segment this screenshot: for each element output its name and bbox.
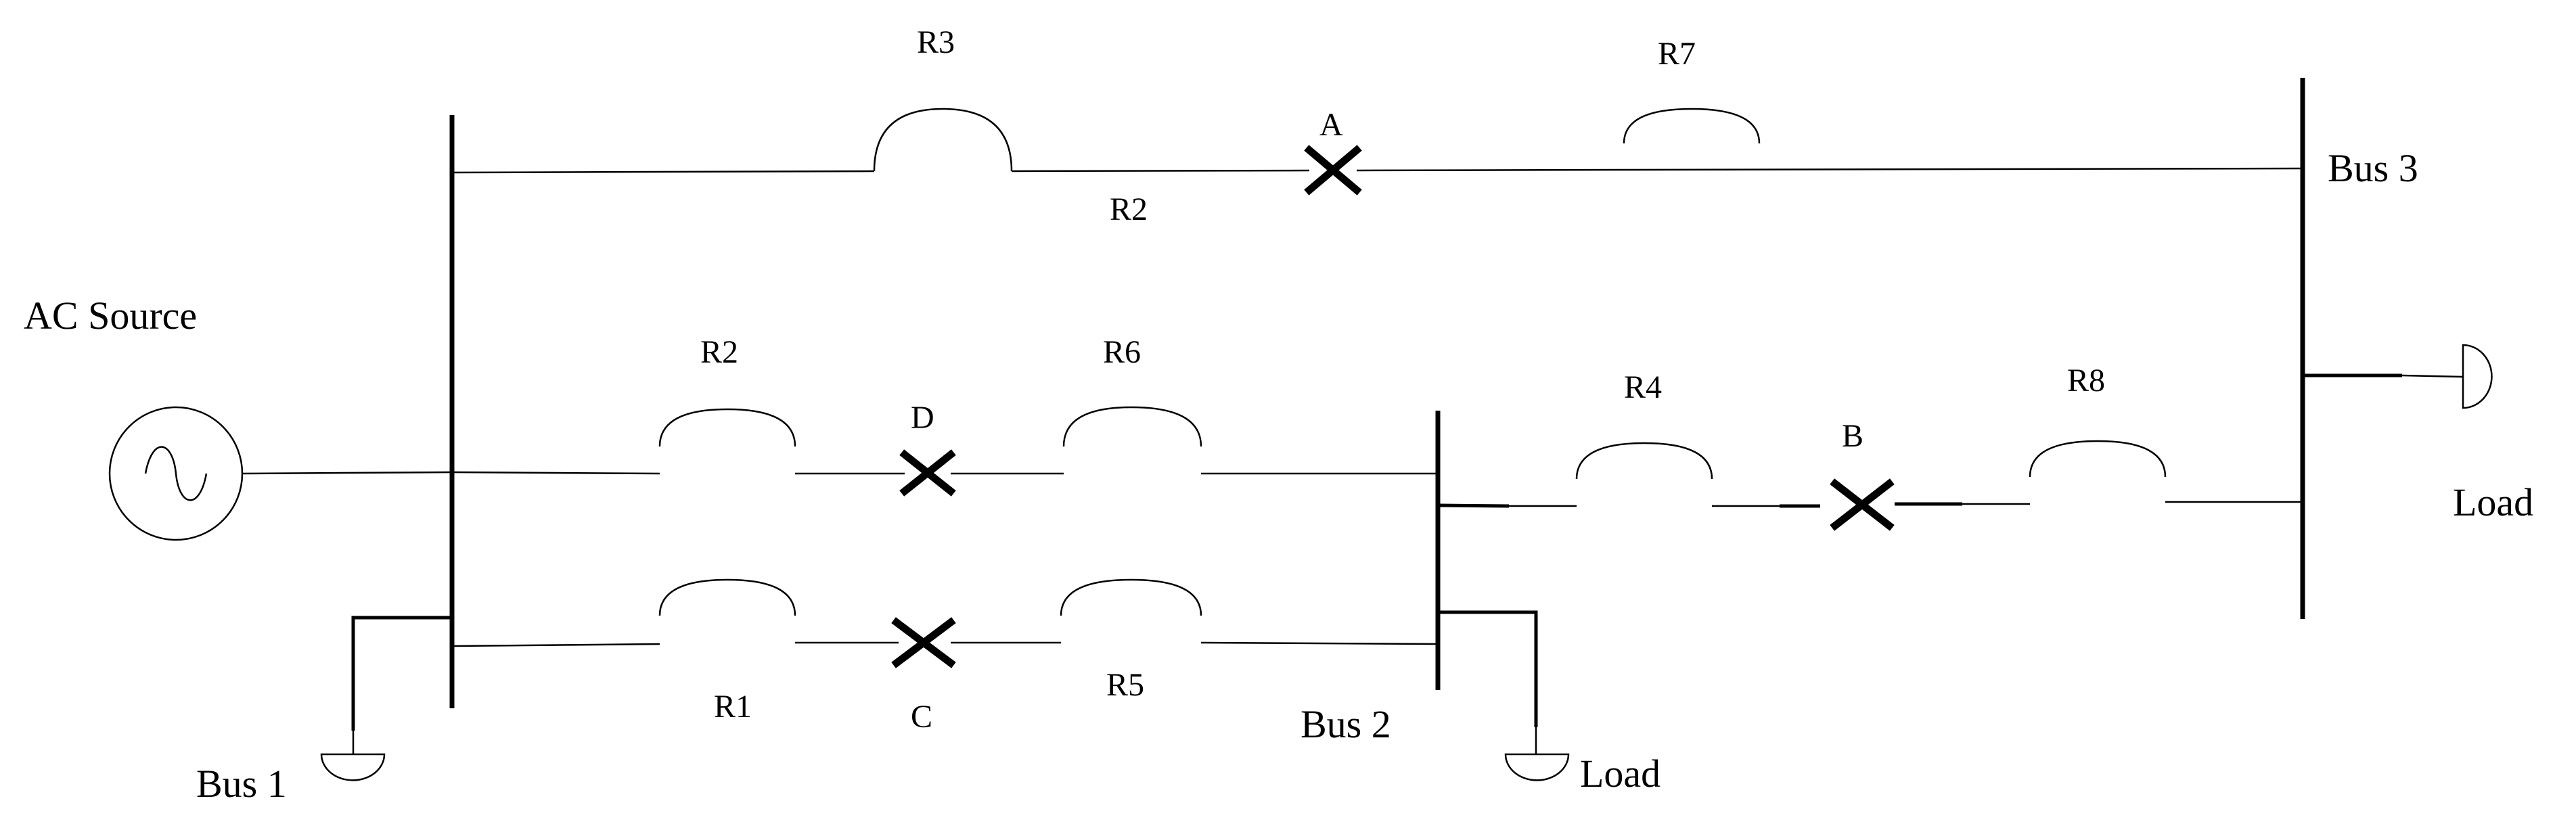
ac-source-label: AC Source <box>24 294 197 338</box>
ac-source-icon <box>108 406 244 541</box>
breaker-c-icon <box>891 617 956 668</box>
relay-bottom-left-label: R1 <box>714 689 752 725</box>
relay-bottom-right-label: R5 <box>1106 667 1144 703</box>
breaker-b-icon <box>1830 478 1895 531</box>
relay-bottom-right-icon <box>1060 578 1202 616</box>
bus-3-load-label: Load <box>2453 480 2533 524</box>
bus3-load-icon <box>2303 344 2493 409</box>
relay-right-right-icon <box>2029 440 2167 478</box>
relay-middle-left-label: R2 <box>700 334 738 370</box>
relay-middle-right-label: R6 <box>1103 334 1141 370</box>
bus2-load-icon <box>1438 610 1570 781</box>
breaker-d-icon <box>899 449 956 497</box>
breaker-a-icon <box>1304 145 1362 196</box>
breaker-c-label: C <box>911 699 932 735</box>
relay-middle-right-icon <box>1062 406 1202 447</box>
relay-top-left-below-label: R2 <box>1110 191 1148 227</box>
relay-right-left-icon <box>1575 442 1713 480</box>
bus2-bus3-line <box>1437 501 2303 508</box>
bus-2-load-label: Load <box>1580 752 1660 796</box>
bus-3-label: Bus 3 <box>2328 146 2418 190</box>
relay-right-right-label: R8 <box>2067 363 2105 398</box>
relay-bottom-left-icon <box>658 578 796 616</box>
bus-2-label: Bus 2 <box>1301 702 1391 746</box>
bus-1-label: Bus 1 <box>196 762 287 806</box>
breaker-d-label: D <box>911 400 934 436</box>
top-line <box>451 167 2303 174</box>
relay-top-right-label: R7 <box>1658 36 1696 72</box>
source-feeder-line <box>242 471 453 475</box>
bottom-line <box>451 641 1439 647</box>
relay-top-left-label: R3 <box>917 24 955 60</box>
relay-top-left-icon <box>873 108 1013 172</box>
relay-top-right-icon <box>1623 108 1761 144</box>
relay-right-left-label: R4 <box>1624 369 1662 405</box>
relay-middle-left-icon <box>658 408 796 447</box>
middle-line <box>451 471 1438 475</box>
breaker-a-label: A <box>1319 107 1343 143</box>
bus1-ground-icon <box>320 616 452 781</box>
breaker-b-label: B <box>1842 418 1863 454</box>
